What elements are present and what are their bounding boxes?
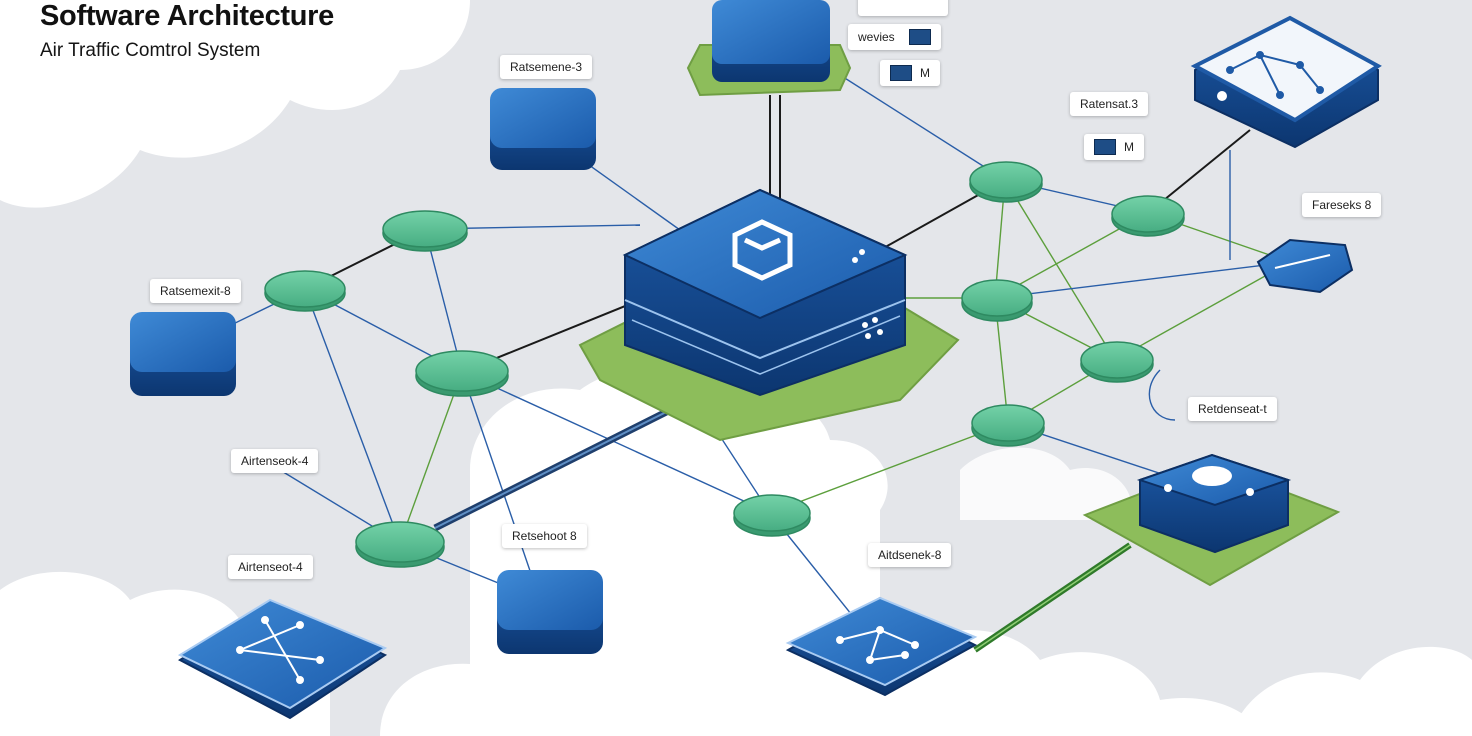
node-3 [415, 350, 509, 397]
page-title: Software Architecture [40, 0, 334, 32]
legend-label-b: M [880, 60, 940, 86]
label-ratensat: Ratensat.3 [1070, 92, 1149, 116]
color-swatch-icon [890, 65, 912, 81]
network-graph-icon [236, 616, 324, 684]
cube-logo-icon [732, 219, 793, 281]
node-2 [264, 270, 346, 312]
node-1 [382, 210, 468, 252]
color-swatch-icon [908, 29, 931, 45]
node-9 [1080, 341, 1154, 383]
top-gateway-server [686, 0, 852, 97]
label-aitdsenek: Aitdsenek-8 [868, 543, 952, 567]
legend-label-c: M [1084, 134, 1144, 160]
bottom-left-panel [177, 598, 388, 720]
label-retdenseat: Retdenseat-t [1188, 397, 1277, 421]
bottom-center-panel [785, 596, 978, 697]
legend-stub [858, 0, 948, 16]
network-graph-icon [836, 626, 919, 664]
network-nodes [264, 161, 1185, 568]
central-hub-server [578, 188, 960, 442]
page-subtitle: Air Traffic Comtrol System [40, 40, 261, 61]
top-right-router [1190, 15, 1382, 149]
label-airtenseot: Airtenseot-4 [228, 555, 313, 579]
label-fareseks: Fareseks 8 [1302, 193, 1382, 217]
status-dots-icon [852, 249, 883, 339]
label-retsehoot: Retsehoot 8 [502, 524, 587, 548]
node-8 [961, 279, 1033, 322]
network-graph-icon [1226, 51, 1324, 99]
node-7 [1111, 195, 1185, 237]
legend-label-a: wevies [848, 24, 941, 50]
node-6 [969, 161, 1043, 203]
label-ratsemene: Ratsemene-3 [500, 55, 593, 79]
server-box-bottom-center [497, 570, 603, 654]
node-4 [355, 521, 445, 568]
label-airtenseok: Airtenseok-4 [231, 449, 319, 473]
radar-server [1082, 453, 1341, 587]
server-box-upper-left [490, 88, 596, 170]
node-10 [971, 404, 1045, 447]
node-5 [733, 494, 811, 537]
label-ratsemexit: Ratsemexit-8 [150, 279, 241, 303]
server-box-left [130, 312, 236, 396]
aircraft-icon [1256, 238, 1354, 294]
color-swatch-icon [1094, 139, 1116, 155]
